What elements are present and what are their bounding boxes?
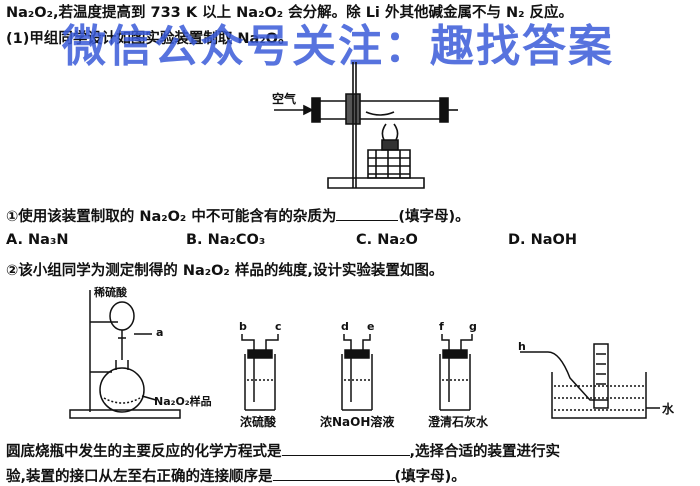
acid-label: 稀硫酸 — [94, 286, 127, 299]
watermark-text: 微信公众号关注：趣找答案 — [62, 21, 614, 72]
question-1-suffix: (填字母)。 — [398, 209, 470, 225]
option-c: C. Na₂O — [356, 232, 418, 248]
question-3-line2: 验,装置的接口从左至右正确的连接顺序是 (填字母)。 — [6, 465, 466, 486]
port-a-label: a — [156, 326, 164, 339]
option-d: D. NaOH — [508, 232, 577, 248]
option-a: A. Na₃N — [6, 232, 69, 248]
port-h-label: h — [518, 340, 526, 353]
port-g-label: g — [469, 320, 477, 333]
question-3-line1: 圆底烧瓶中发生的主要反应的化学方程式是 ,选择合适的装置进行实 — [6, 440, 560, 461]
question-3-text-c: 验,装置的接口从左至右正确的连接顺序是 — [6, 469, 273, 485]
bottle-3-caption: 澄清石灰水 — [428, 415, 489, 429]
question-3-text-a: 圆底烧瓶中发生的主要反应的化学方程式是 — [6, 444, 282, 460]
bottle-2-caption: 浓NaOH溶液 — [320, 415, 395, 429]
bottle-1-caption: 浓硫酸 — [240, 415, 277, 429]
port-d-label: d — [341, 320, 349, 333]
intro-line: Na₂O₂,若温度提高到 733 K 以上 Na₂O₂ 会分解。除 Li 外其他… — [6, 5, 574, 21]
part1-heading: (1)甲组同学设计如图实验装置制取 Na₂O。 — [6, 31, 293, 47]
port-e-label: e — [367, 320, 375, 333]
answer-blank-2 — [281, 455, 410, 456]
port-c-label: c — [275, 320, 282, 333]
figure-purity-apparatus: 稀硫酸 a Na₂O₂样品 b c 浓硫酸 d e 浓NaOH溶液 f g 澄清… — [60, 282, 680, 432]
trough-caption: 水 — [662, 402, 675, 416]
air-label: 空气 — [272, 92, 297, 106]
question-3-text-d: (填字母)。 — [394, 469, 466, 485]
tube-furnace-drawing — [268, 58, 458, 198]
option-b: B. Na₂CO₃ — [186, 232, 266, 248]
question-1: ①使用该装置制取的 Na₂O₂ 中不可能含有的杂质为 (填字母)。 — [6, 205, 470, 226]
sample-label: Na₂O₂样品 — [154, 395, 212, 408]
port-b-label: b — [239, 320, 247, 333]
question-1-text: ①使用该装置制取的 Na₂O₂ 中不可能含有的杂质为 — [6, 209, 337, 225]
purity-apparatus-drawing — [60, 282, 680, 432]
question-2: ②该小组同学为测定制得的 Na₂O₂ 样品的纯度,设计实验装置如图。 — [6, 263, 444, 279]
answer-blank-1 — [336, 220, 399, 221]
question-3-text-b: ,选择合适的装置进行实 — [409, 444, 561, 460]
answer-blank-3 — [272, 480, 395, 481]
port-f-label: f — [439, 320, 444, 333]
figure-tube-furnace: 空气 — [268, 58, 458, 198]
